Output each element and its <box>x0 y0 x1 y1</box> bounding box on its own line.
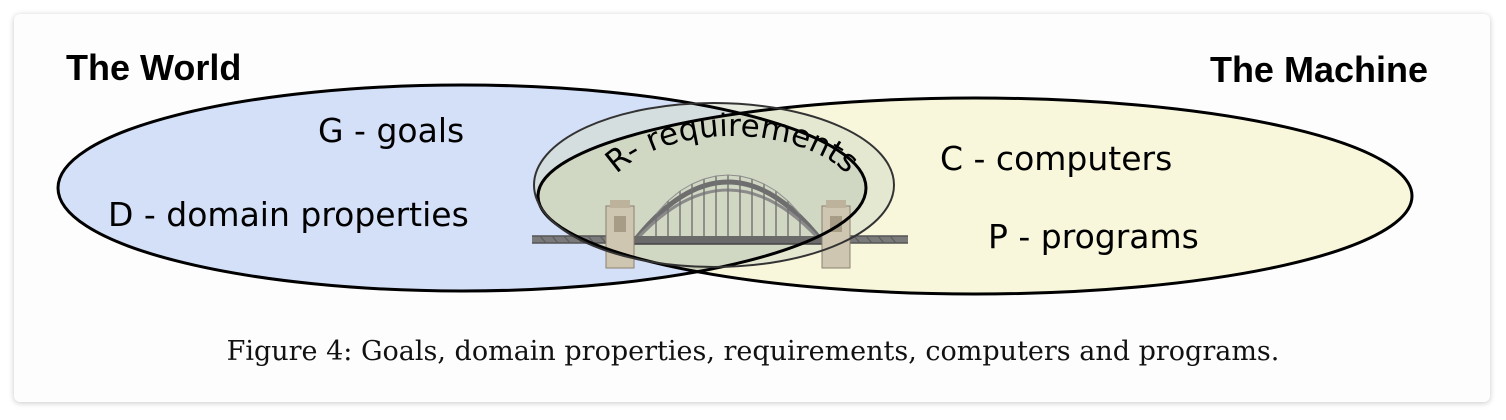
domain-properties-label: D - domain properties <box>108 195 469 234</box>
computers-label: C - computers <box>940 139 1172 178</box>
programs-label: P - programs <box>988 217 1199 256</box>
requirements-ellipse-outline <box>533 102 895 268</box>
machine-title: The Machine <box>1210 49 1428 90</box>
world-title: The World <box>66 47 241 88</box>
machine-ellipse-outline <box>536 96 1414 296</box>
world-ellipse-outline <box>56 83 868 293</box>
figure-caption: Figure 4: Goals, domain properties, requ… <box>226 336 1280 367</box>
goals-label: G - goals <box>318 111 464 150</box>
